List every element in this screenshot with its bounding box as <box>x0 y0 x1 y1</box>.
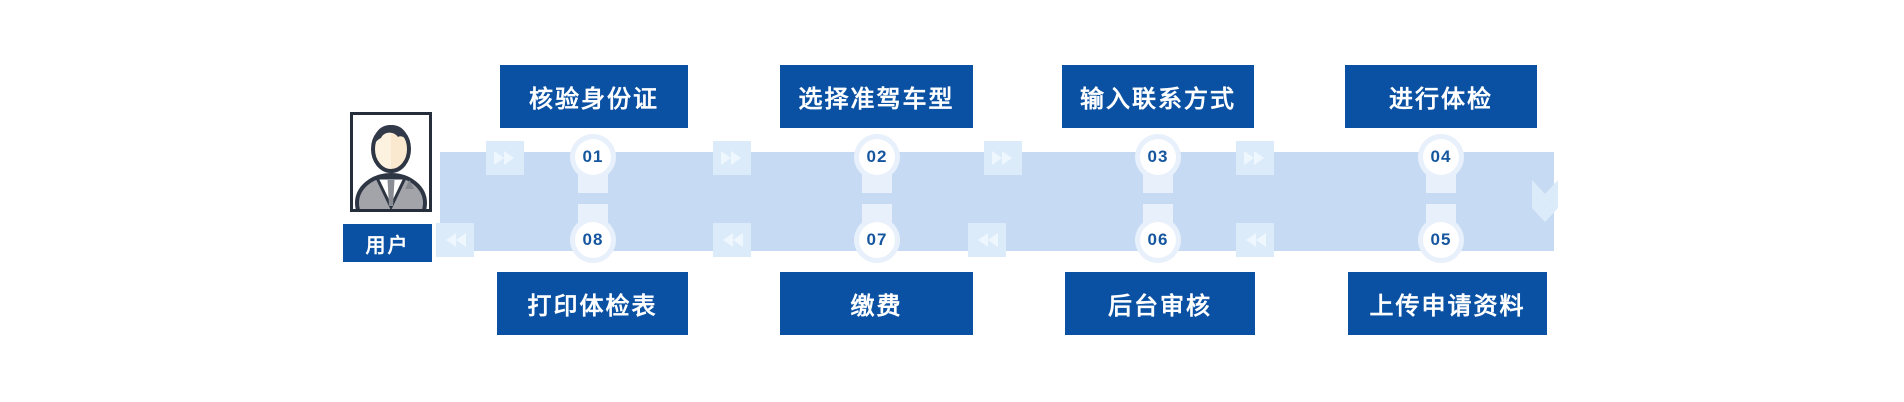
step-node-04: 04 <box>1418 134 1464 180</box>
step-box-upload-documents: 上传申请资料 <box>1348 272 1547 335</box>
user-label: 用户 <box>343 224 432 262</box>
step-number: 08 <box>582 230 604 249</box>
step-number: 03 <box>1147 147 1169 166</box>
step-node-08: 08 <box>570 217 616 263</box>
person-icon <box>355 125 427 209</box>
user-label-text: 用户 <box>365 234 410 257</box>
user-avatar <box>350 112 432 212</box>
step-label: 上传申请资料 <box>1369 293 1526 320</box>
chevron-down-icon <box>1526 178 1564 227</box>
step-number: 02 <box>866 147 888 166</box>
step-label: 核验身份证 <box>529 86 659 113</box>
step-node-07: 07 <box>854 217 900 263</box>
step-node-06: 06 <box>1135 217 1181 263</box>
step-label: 选择准驾车型 <box>798 86 955 113</box>
step-box-pay-fee: 缴费 <box>780 272 973 335</box>
chevron-right-icon <box>1236 141 1274 175</box>
step-label: 进行体检 <box>1389 86 1493 113</box>
step-box-backend-review: 后台审核 <box>1065 272 1255 335</box>
chevron-right-icon <box>984 141 1022 175</box>
step-label: 后台审核 <box>1108 293 1212 320</box>
step-number: 01 <box>582 147 604 166</box>
chevron-left-icon <box>968 223 1006 257</box>
step-label: 打印体检表 <box>527 293 658 320</box>
step-node-02: 02 <box>854 134 900 180</box>
step-number: 04 <box>1430 147 1452 166</box>
step-node-05: 05 <box>1418 217 1464 263</box>
step-node-03: 03 <box>1135 134 1181 180</box>
step-node-01: 01 <box>570 134 616 180</box>
step-box-print-exam-form: 打印体检表 <box>497 272 688 335</box>
chevron-right-icon <box>713 141 751 175</box>
chevron-right-icon <box>486 141 524 175</box>
step-box-physical-exam: 进行体检 <box>1345 65 1537 128</box>
step-number: 05 <box>1430 230 1452 249</box>
step-number: 06 <box>1147 230 1169 249</box>
step-box-verify-id: 核验身份证 <box>500 65 688 128</box>
chevron-left-icon <box>713 223 751 257</box>
chevron-left-icon <box>1236 223 1274 257</box>
step-box-choose-vehicle-type: 选择准驾车型 <box>780 65 973 128</box>
step-label: 缴费 <box>850 293 903 320</box>
step-label: 输入联系方式 <box>1080 86 1236 113</box>
chevron-left-icon <box>436 223 474 257</box>
step-number: 07 <box>866 230 888 249</box>
step-box-enter-contact: 输入联系方式 <box>1062 65 1254 128</box>
